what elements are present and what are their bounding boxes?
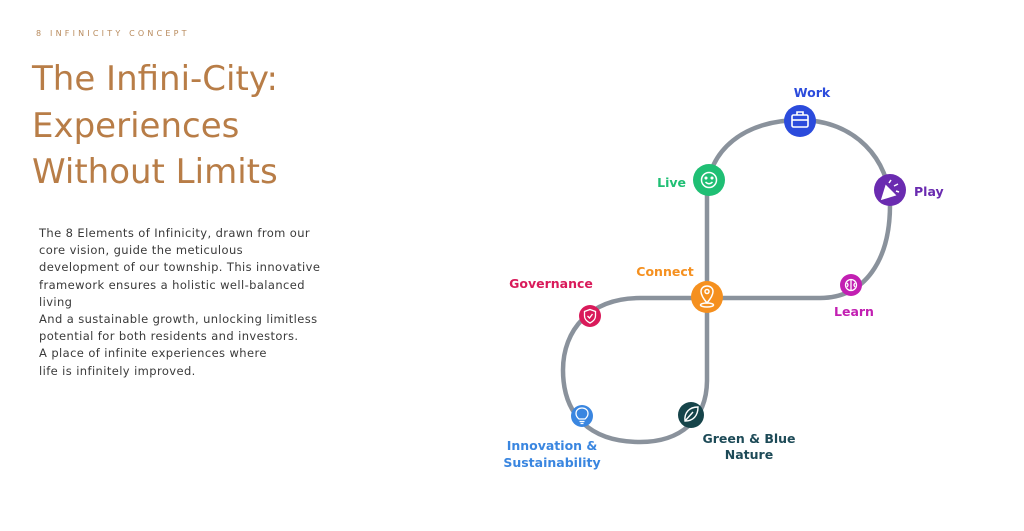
node-innovation[interactable] — [571, 405, 593, 427]
description-line: development of our township. This innova… — [39, 260, 321, 275]
lightbulb-icon — [575, 407, 589, 425]
description-line: framework ensures a holistic well-balanc… — [39, 277, 305, 292]
connect-label: Connect — [636, 264, 693, 279]
description-line: A place of infinite experiences where — [39, 346, 267, 361]
innovation-label-line-1: Innovation & — [507, 438, 598, 453]
governance-node-circle — [579, 305, 601, 327]
description-line: life is infinitely improved. — [39, 363, 196, 378]
smiley-icon — [700, 171, 718, 189]
live-label: Live — [657, 175, 686, 190]
node-live[interactable] — [693, 164, 725, 196]
node-nature[interactable] — [678, 402, 704, 428]
work-label: Work — [794, 85, 831, 100]
title-line-3: Without Limits — [32, 152, 278, 192]
learn-label: Learn — [834, 304, 874, 319]
description-line: The 8 Elements of Infinicity, drawn from… — [39, 226, 311, 240]
description-paragraph: The 8 Elements of Infinicity, drawn from… — [39, 225, 339, 380]
title-line-1: The Infini-City: — [32, 59, 278, 99]
work-node-circle — [784, 105, 816, 137]
briefcase-icon — [791, 111, 809, 128]
section-eyebrow: 8 INFINICITY CONCEPT — [36, 29, 190, 38]
nature-label-line-1: Green & Blue — [702, 431, 795, 446]
party-popper-icon — [880, 179, 900, 201]
description-line: core vision, guide the meticulous — [39, 243, 244, 258]
page-title: The Infini-City: Experiences Without Lim… — [32, 56, 392, 196]
node-governance[interactable] — [579, 305, 601, 327]
connect-node-circle — [691, 281, 723, 313]
innovation-label-line-2: Sustainability — [503, 455, 600, 470]
description-line: potential for both residents and investo… — [39, 329, 299, 344]
node-connect[interactable] — [691, 281, 723, 313]
play-label: Play — [914, 184, 944, 199]
title-line-2: Experiences — [32, 105, 240, 146]
leaf-icon — [684, 406, 699, 422]
node-play[interactable] — [874, 174, 906, 206]
shield-icon — [583, 308, 597, 324]
description-line: living — [39, 294, 73, 309]
description-line: And a sustainable growth, unlocking limi… — [39, 312, 318, 327]
brain-icon — [844, 278, 858, 292]
live-node-circle — [693, 164, 725, 196]
node-learn[interactable] — [840, 274, 862, 296]
location-pin-icon — [699, 285, 715, 308]
node-work[interactable] — [784, 105, 816, 137]
nature-label-line-2: Nature — [725, 447, 773, 462]
governance-label: Governance — [509, 276, 593, 291]
